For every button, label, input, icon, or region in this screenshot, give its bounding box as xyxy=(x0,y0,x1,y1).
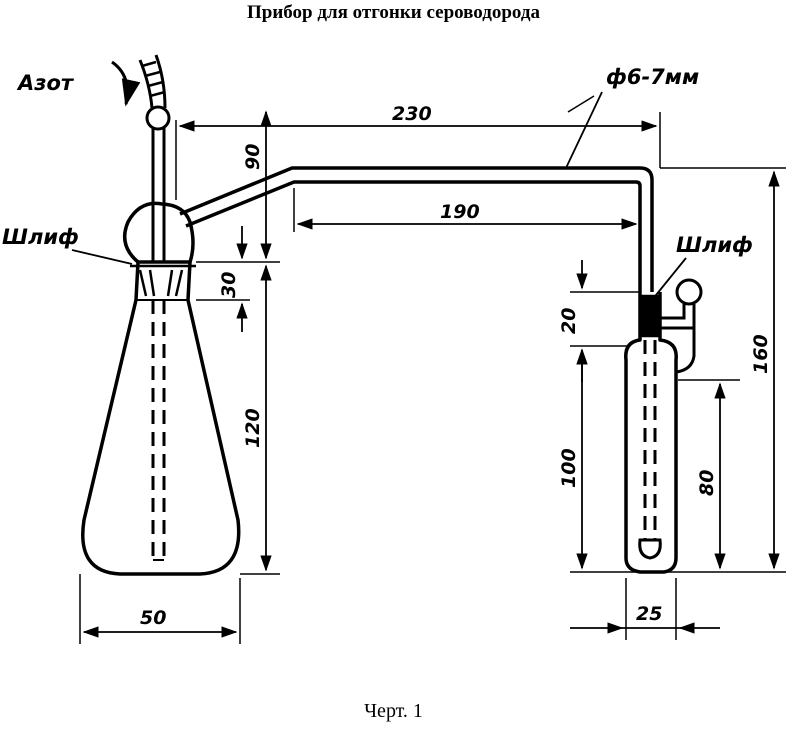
dim-25: 25 xyxy=(636,603,662,625)
dimension-lines xyxy=(82,91,780,638)
dim-160: 160 xyxy=(750,334,772,374)
ground-joint-left-leader xyxy=(71,249,133,265)
extension-lines xyxy=(79,95,786,644)
tube-diameter-label: ф6-7мм xyxy=(606,65,699,89)
left-ground-joint xyxy=(130,264,196,297)
dim-90: 90 xyxy=(242,144,264,170)
rubber-hose xyxy=(138,54,167,109)
connecting-tube xyxy=(179,166,654,292)
nitrogen-flow-arrow xyxy=(111,60,141,107)
dim-30: 30 xyxy=(218,272,240,298)
ground-joint-right-leader xyxy=(651,257,687,301)
diagram-title: Прибор для отгонки сероводорода xyxy=(246,2,540,23)
nitrogen-inlet-tube xyxy=(145,105,171,561)
side-arm-bulb xyxy=(660,278,703,374)
dim-230: 230 xyxy=(392,103,432,125)
dim-50: 50 xyxy=(140,607,166,629)
dim-190: 190 xyxy=(440,201,480,223)
dim-80: 80 xyxy=(696,470,718,496)
dim-20: 20 xyxy=(558,308,580,334)
dim-120: 120 xyxy=(242,408,264,448)
nitrogen-label: Азот xyxy=(16,71,75,95)
conical-flask xyxy=(81,260,241,576)
figure-caption: Черт. 1 xyxy=(364,700,423,722)
ground-joint-right-label: Шлиф xyxy=(676,233,753,257)
receiver-inner-tube xyxy=(638,340,662,560)
dim-100: 100 xyxy=(558,448,580,488)
ground-joint-left-label: Шлиф xyxy=(2,225,79,249)
right-ground-joint xyxy=(639,294,661,338)
flask-head-bulb xyxy=(122,201,195,264)
